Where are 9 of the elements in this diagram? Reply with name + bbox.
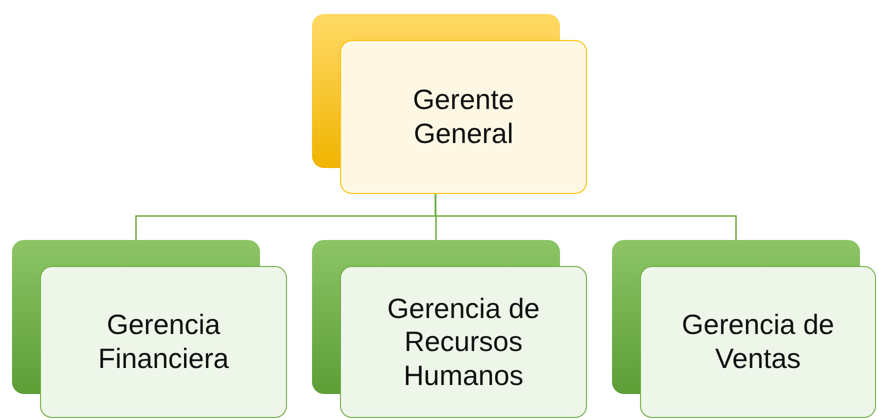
role-title: Gerencia de Ventas	[680, 308, 836, 376]
org-box	[40, 266, 287, 418]
role-title: Gerencia Financiera	[97, 308, 230, 376]
role-title: Gerente General	[412, 83, 516, 151]
role-title: Gerencia de Recursos Humanos	[386, 292, 541, 392]
org-box	[640, 266, 876, 418]
org-box	[340, 40, 587, 194]
org-box	[340, 266, 587, 418]
connector-line	[434, 194, 737, 240]
